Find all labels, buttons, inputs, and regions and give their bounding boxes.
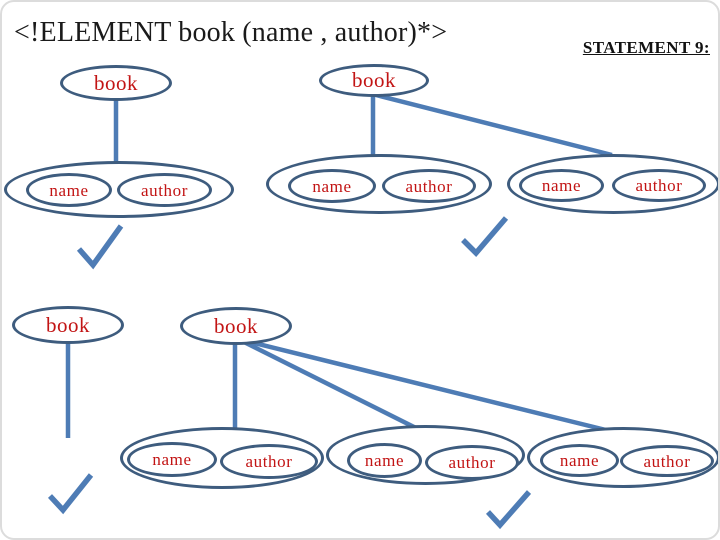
checkmark-icon: [76, 224, 124, 270]
connector-line: [375, 92, 613, 158]
connector-line: [236, 336, 424, 434]
statement-label: STATEMENT 9:: [582, 38, 710, 57]
author-label: author: [448, 453, 496, 472]
connector-line: [237, 336, 619, 436]
author-node: author: [612, 169, 706, 202]
name-node: name: [127, 442, 217, 477]
author-node: author: [117, 173, 212, 207]
name-node: name: [540, 444, 619, 477]
author-node: author: [425, 445, 519, 480]
author-label: author: [245, 452, 293, 471]
name-label: name: [364, 451, 405, 470]
book-label: book: [352, 68, 396, 92]
name-label: name: [49, 180, 89, 200]
author-label: author: [635, 176, 683, 195]
name-label: name: [152, 450, 192, 469]
name-label: name: [541, 176, 582, 195]
book-node: book: [180, 307, 292, 345]
checkmark-icon: [461, 216, 509, 258]
book-node: book: [12, 306, 124, 344]
author-node: author: [382, 169, 476, 203]
dtd-declaration-title: <!ELEMENT book (name , author)*>: [14, 17, 448, 48]
author-label: author: [405, 176, 453, 196]
book-label: book: [94, 70, 138, 95]
name-node: name: [26, 173, 112, 207]
author-node: author: [620, 445, 714, 477]
checkmark-icon: [485, 490, 532, 530]
author-label: author: [140, 180, 189, 200]
book-label: book: [46, 312, 90, 337]
author-label: author: [643, 451, 691, 471]
name-node: name: [347, 443, 422, 478]
checkmark-icon: [47, 473, 94, 515]
book-label: book: [214, 313, 258, 338]
author-node: author: [220, 444, 318, 479]
book-node: book: [60, 65, 172, 101]
name-node: name: [288, 169, 376, 203]
name-label: name: [312, 176, 352, 196]
book-node: book: [319, 64, 429, 97]
name-node: name: [519, 169, 604, 202]
name-label: name: [559, 451, 600, 470]
